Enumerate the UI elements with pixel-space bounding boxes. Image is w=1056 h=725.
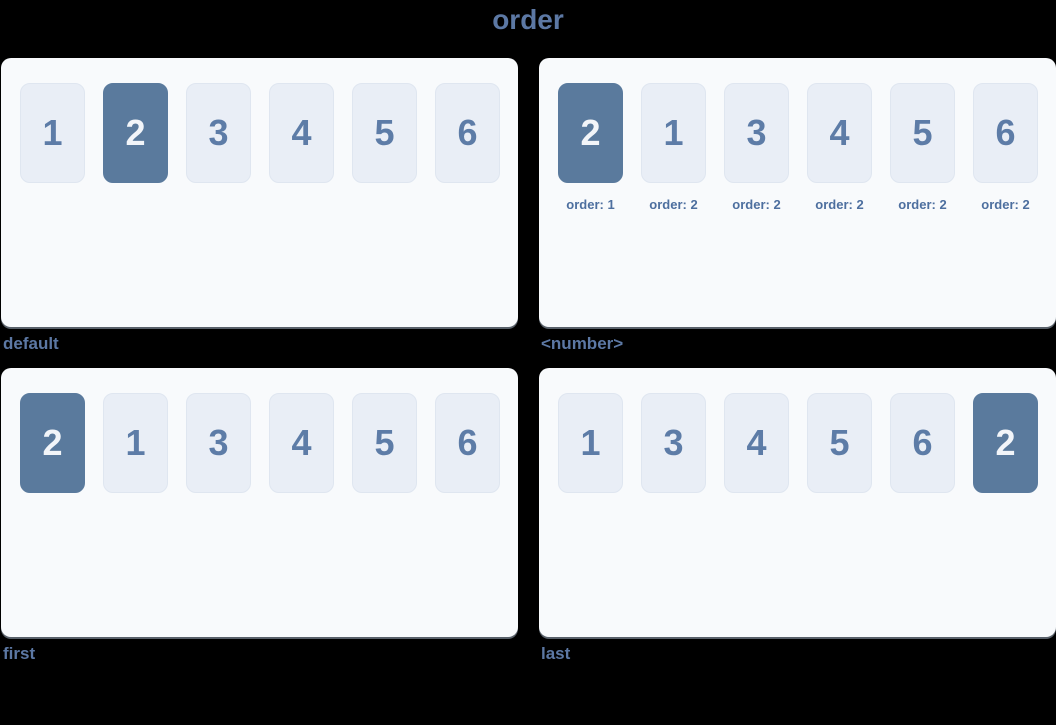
flex-item-box: 3 <box>186 83 251 183</box>
flex-item-box: 4 <box>807 83 872 183</box>
flex-item-box: 4 <box>724 393 789 493</box>
flex-item-box-highlighted: 2 <box>973 393 1038 493</box>
order-value-label: order: 1 <box>566 197 615 212</box>
flex-item-box: 6 <box>890 393 955 493</box>
flex-item: 3 <box>186 393 251 493</box>
example-caption: default <box>3 334 59 353</box>
page-title: order <box>492 4 564 35</box>
flex-item: 2 <box>973 393 1038 493</box>
flex-items-row: 2 order: 1 1 order: 2 3 order: 2 4 order: 2 5 ord… <box>558 83 1038 212</box>
flex-item-box: 6 <box>435 83 500 183</box>
example-caption: <number> <box>541 334 624 353</box>
flex-item-box: 5 <box>352 393 417 493</box>
flex-item-box: 1 <box>20 83 85 183</box>
flex-item: 3 order: 2 <box>724 83 789 212</box>
flex-item-box: 3 <box>641 393 706 493</box>
flex-item: 4 <box>269 393 334 493</box>
flex-item: 3 <box>641 393 706 493</box>
flex-item: 4 order: 2 <box>807 83 872 212</box>
flex-item: 2 <box>103 83 168 183</box>
flex-item: 1 <box>103 393 168 493</box>
example-caption: last <box>541 644 571 663</box>
flex-item: 5 <box>352 393 417 493</box>
flex-item-box: 3 <box>186 393 251 493</box>
order-value-label: order: 2 <box>981 197 1030 212</box>
flex-item: 5 <box>352 83 417 183</box>
flex-item-box: 5 <box>807 393 872 493</box>
example-number: 2 order: 1 1 order: 2 3 order: 2 4 order: 2 5 ord… <box>539 58 1056 354</box>
flex-item: 6 <box>435 393 500 493</box>
flex-item-box-highlighted: 2 <box>20 393 85 493</box>
flex-item-box: 4 <box>269 83 334 183</box>
order-value-label: order: 2 <box>649 197 698 212</box>
flex-item: 1 order: 2 <box>641 83 706 212</box>
flex-item: 2 order: 1 <box>558 83 623 212</box>
flex-item-box: 4 <box>269 393 334 493</box>
flex-item: 1 <box>20 83 85 183</box>
flex-item: 5 <box>807 393 872 493</box>
flex-item-box-highlighted: 2 <box>558 83 623 183</box>
flex-item: 5 order: 2 <box>890 83 955 212</box>
flex-item: 6 <box>435 83 500 183</box>
example-caption: first <box>3 644 36 663</box>
flex-item: 6 <box>890 393 955 493</box>
flex-item-box: 6 <box>435 393 500 493</box>
order-value-label: order: 2 <box>732 197 781 212</box>
flex-item: 6 order: 2 <box>973 83 1038 212</box>
flex-item-box: 1 <box>558 393 623 493</box>
order-value-label: order: 2 <box>898 197 947 212</box>
flex-item-box: 1 <box>103 393 168 493</box>
flex-container-panel: 2 order: 1 1 order: 2 3 order: 2 4 order: 2 5 ord… <box>539 58 1056 327</box>
flex-item: 2 <box>20 393 85 493</box>
flex-item-box: 5 <box>890 83 955 183</box>
flex-item-box: 5 <box>352 83 417 183</box>
flex-item-box: 1 <box>641 83 706 183</box>
flex-item-box: 6 <box>973 83 1038 183</box>
order-value-label: order: 2 <box>815 197 864 212</box>
flex-item: 3 <box>186 83 251 183</box>
flex-item-box-highlighted: 2 <box>103 83 168 183</box>
flex-item: 4 <box>269 83 334 183</box>
flex-item: 4 <box>724 393 789 493</box>
flex-item-box: 3 <box>724 83 789 183</box>
flex-item: 1 <box>558 393 623 493</box>
